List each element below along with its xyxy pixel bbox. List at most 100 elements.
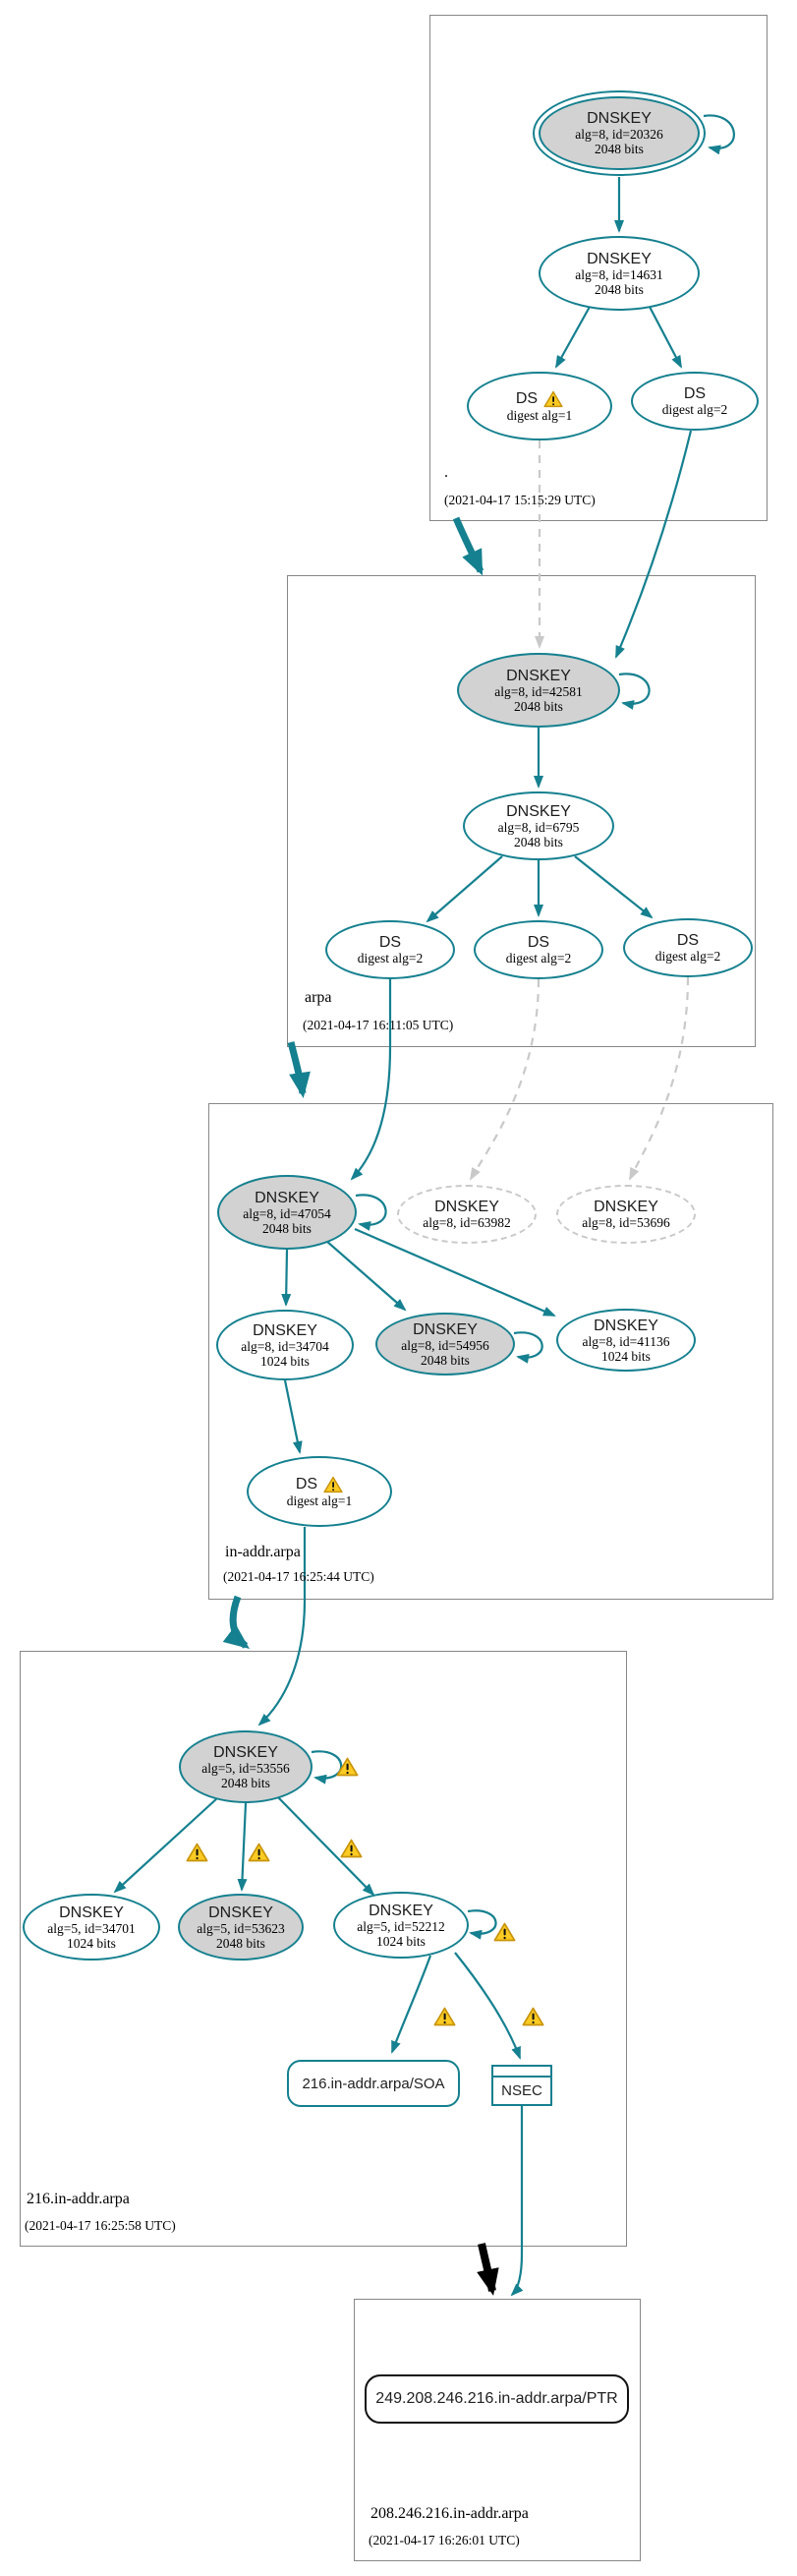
zone-timestamp-in-addr: (2021-04-17 16:25:44 UTC) (223, 1569, 374, 1584)
dnskey-34701-node[interactable]: DNSKEY alg=5, id=34701 1024 bits (23, 1894, 160, 1961)
node-alg-id: alg=5, id=34701 (47, 1920, 136, 1936)
edge-52212-to-soa (390, 1955, 432, 2054)
ds-in-addr-alg1-node[interactable]: DS digest alg=1 (247, 1456, 392, 1527)
dnskey-6795-node[interactable]: DNSKEY alg=8, id=6795 2048 bits (463, 791, 614, 860)
node-alg-id: alg=8, id=41136 (582, 1333, 670, 1349)
node-bits: 2048 bits (514, 698, 563, 714)
edge-53556-to-52212 (277, 1796, 375, 1897)
node-digest: digest alg=2 (505, 951, 572, 966)
zone-box-208-246-216-in-addr-arpa (354, 2299, 641, 2561)
node-title: DS (295, 1476, 318, 1493)
zone-label-root: . (444, 464, 448, 481)
dnskey-14631-node[interactable]: DNSKEY alg=8, id=14631 2048 bits (539, 236, 700, 311)
node-alg-id: alg=5, id=53623 (197, 1920, 285, 1936)
zone-timestamp-target: (2021-04-17 16:26:01 UTC) (369, 2533, 520, 2547)
node-alg-id: alg=8, id=42581 (494, 683, 583, 699)
node-digest: digest alg=2 (655, 949, 721, 964)
edge-47054-to-54956 (325, 1240, 407, 1312)
node-bits: 1024 bits (260, 1353, 310, 1369)
node-title: DS (683, 385, 707, 402)
warning-icon (336, 1757, 359, 1777)
edge-14631-to-ds1 (555, 306, 591, 369)
dnskey-53696-node[interactable]: DNSKEY alg=8, id=53696 (556, 1185, 696, 1244)
edge-zone-root-to-arpa (452, 516, 484, 576)
warning-icon (186, 1843, 208, 1862)
edge-52212-to-nsec (454, 1952, 522, 2060)
edge-ds-to-53556 (257, 1527, 307, 1727)
edge-zone-arpa-to-in-addr (287, 1041, 311, 1098)
zone-label-216: 216.in-addr.arpa (27, 2191, 130, 2207)
node-alg-id: alg=8, id=53696 (582, 1215, 670, 1230)
zone-label-in-addr: in-addr.arpa (225, 1544, 301, 1560)
edge-ksk53556-selfloop (311, 1750, 343, 1785)
dnskey-53556-node[interactable]: DNSKEY alg=5, id=53556 2048 bits (179, 1730, 313, 1803)
node-bits: 2048 bits (595, 142, 644, 156)
zone-timestamp-216: (2021-04-17 16:25:58 UTC) (25, 2218, 176, 2233)
node-alg-id: alg=8, id=54956 (401, 1337, 489, 1353)
node-title: DNSKEY (506, 802, 571, 820)
node-title: DNSKEY (369, 1902, 433, 1919)
node-title: DNSKEY (594, 1199, 658, 1215)
node-title: DS (515, 390, 539, 407)
node-bits: 1024 bits (67, 1935, 116, 1951)
edge-ksk42581-selfloop (618, 673, 651, 710)
edge-14631-to-ds2 (649, 306, 682, 369)
dnskey-52212-node[interactable]: DNSKEY alg=5, id=52212 1024 bits (333, 1892, 469, 1959)
ds-arpa-left-node[interactable]: DS digest alg=2 (325, 920, 455, 979)
soa-rrset-node[interactable]: 216.in-addr.arpa/SOA (287, 2060, 460, 2107)
edge-ds-left-to-47054 (350, 979, 392, 1181)
node-title: DNSKEY (587, 110, 652, 127)
node-alg-id: alg=8, id=34704 (241, 1338, 329, 1354)
node-title: DNSKEY (213, 1743, 278, 1761)
node-title: DS (676, 932, 700, 949)
node-bits: 1024 bits (601, 1348, 651, 1364)
node-title: DNSKEY (594, 1317, 658, 1334)
ds-root-alg1-node[interactable]: DS digest alg=1 (467, 372, 612, 440)
dnskey-47054-node[interactable]: DNSKEY alg=8, id=47054 2048 bits (217, 1175, 357, 1250)
warning-icon (433, 2007, 456, 2026)
soa-label: 216.in-addr.arpa/SOA (302, 2075, 445, 2092)
edge-ksk20326-selfloop (703, 114, 735, 155)
edge-53556-to-53623 (237, 1802, 248, 1892)
ptr-rrset-node[interactable]: 249.208.246.216.in-addr.arpa/PTR (365, 2374, 629, 2424)
node-bits: 2048 bits (595, 281, 644, 297)
edge-insecure-to-ptr (477, 2243, 499, 2296)
warning-icon (522, 2007, 544, 2026)
dnskey-41136-node[interactable]: DNSKEY alg=8, id=41136 1024 bits (556, 1309, 696, 1372)
dnskey-34704-node[interactable]: DNSKEY alg=8, id=34704 1024 bits (216, 1310, 354, 1380)
dnskey-20326-inner-ring: DNSKEY alg=8, id=20326 2048 bits (539, 96, 700, 170)
node-alg-id: alg=5, id=53556 (201, 1760, 290, 1776)
node-bits: 2048 bits (262, 1220, 312, 1236)
node-title: DNSKEY (506, 667, 571, 684)
ds-arpa-right-node[interactable]: DS digest alg=2 (623, 918, 753, 977)
ds-root-alg2-node[interactable]: DS digest alg=2 (631, 372, 759, 431)
nsec-label: NSEC (501, 2082, 542, 2099)
node-alg-id: alg=8, id=63982 (423, 1215, 511, 1230)
node-title: DNSKEY (253, 1321, 317, 1339)
dnskey-20326-node[interactable]: DNSKEY alg=8, id=20326 2048 bits (533, 90, 706, 176)
dnskey-63982-node[interactable]: DNSKEY alg=8, id=63982 (397, 1185, 537, 1244)
edge-ds-right-to-53696-dashed (629, 976, 690, 1181)
warning-icon (248, 1843, 270, 1862)
node-title: DNSKEY (255, 1189, 319, 1206)
dnskey-42581-node[interactable]: DNSKEY alg=8, id=42581 2048 bits (457, 653, 620, 728)
node-title: DS (378, 934, 402, 951)
zone-label-target: 208.246.216.in-addr.arpa (370, 2505, 529, 2522)
node-title: DNSKEY (434, 1199, 499, 1215)
nsec-node[interactable]: NSEC (491, 2065, 552, 2106)
dnskey-54956-node[interactable]: DNSKEY alg=8, id=54956 2048 bits (375, 1313, 515, 1376)
edge-47054-to-41136 (354, 1227, 556, 1317)
node-digest: digest alg=1 (506, 407, 573, 423)
node-bits: 1024 bits (376, 1933, 426, 1949)
ds-arpa-mid-node[interactable]: DS digest alg=2 (474, 920, 603, 979)
node-title: DNSKEY (413, 1320, 478, 1338)
edge-6795-to-ds-left (426, 855, 503, 923)
zone-timestamp-root: (2021-04-17 15:15:29 UTC) (444, 493, 596, 507)
node-alg-id: alg=8, id=14631 (575, 266, 663, 282)
dnskey-53623-node[interactable]: DNSKEY alg=5, id=53623 2048 bits (178, 1894, 304, 1961)
zone-label-arpa: arpa (305, 989, 332, 1006)
node-alg-id: alg=5, id=52212 (357, 1918, 445, 1934)
edge-6795-to-ds-right (574, 855, 654, 919)
